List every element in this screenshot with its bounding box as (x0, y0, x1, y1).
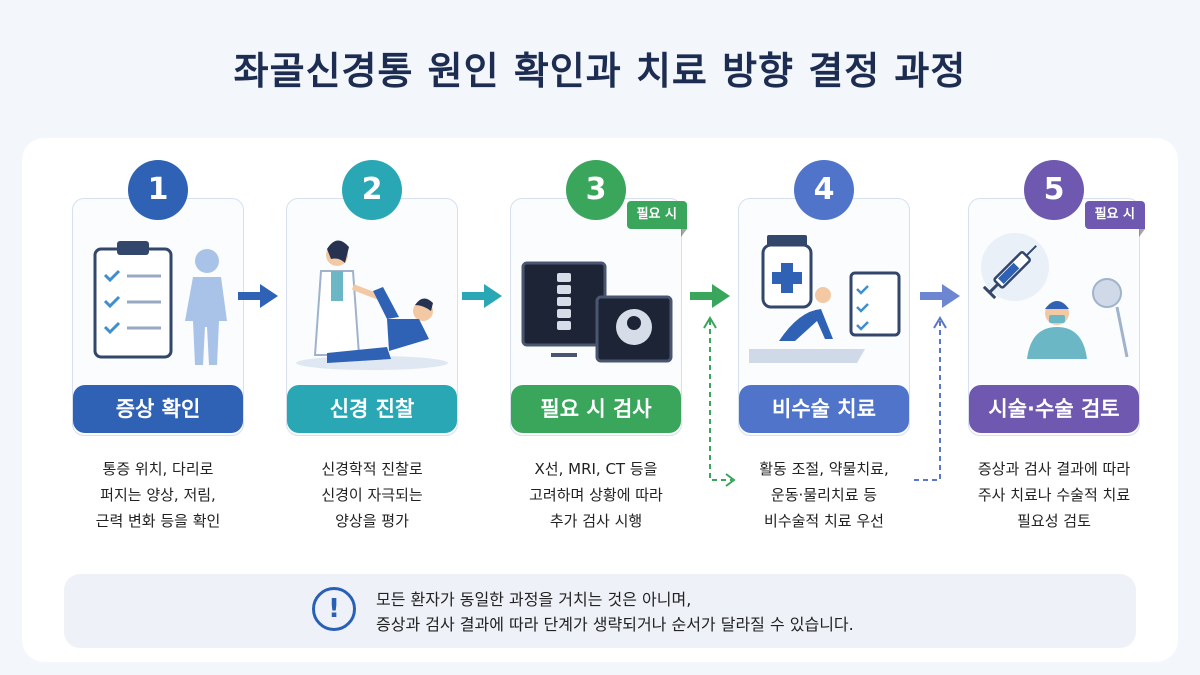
if-needed-tag: 필요 시 (626, 201, 688, 237)
medicine-exercise-icon (749, 235, 901, 363)
step-card: 비수술 치료 (738, 198, 910, 436)
step-1: 1 증상 확인 통증 위치, 다리로 퍼지는 양상, 저림, 근력 변화 등을 … (42, 160, 274, 540)
step-number-badge: 3 (566, 160, 626, 220)
step-number-badge: 5 (1024, 160, 1084, 220)
step-description: 활동 조절, 약물치료, 운동·물리치료 등 비수술적 치료 우선 (759, 460, 889, 530)
disclaimer-note: ! 모든 환자가 동일한 과정을 거치는 것은 아니며, 증상과 검사 결과에 … (64, 574, 1136, 648)
step-label-pill: 시술·수술 검토 (969, 385, 1139, 433)
step-3: 3 필요 시 필요 시 검사 X선, MRI, CT 등을 고려하며 상황에 따… (480, 160, 712, 540)
step-description: 증상과 검사 결과에 따라 주사 치료나 수술적 치료 필요성 검토 (977, 460, 1131, 530)
exclamation-circle-icon: ! (312, 587, 356, 631)
doctor-exam-icon (296, 240, 448, 370)
arrow-right-icon (462, 284, 502, 308)
step-2: 2 신경 진찰 신경학적 진찰로 신경이 자극되는 양상을 평가 (256, 160, 488, 540)
step-description: 신경학적 진찰로 신경이 자극되는 양상을 평가 (321, 460, 423, 530)
step-card: 증상 확인 (72, 198, 244, 436)
step-label-pill: 증상 확인 (73, 385, 243, 433)
step-label-pill: 신경 진찰 (287, 385, 457, 433)
syringe-surgeon-icon (981, 233, 1129, 359)
clipboard-body-icon (93, 241, 227, 365)
step-card: 필요 시 필요 시 검사 (510, 198, 688, 436)
step-4: 4 비수술 치료 활동 조절, 약물치료, 운동·물리치료 등 비수술적 치료 … (708, 160, 940, 540)
step-number-badge: 1 (128, 160, 188, 220)
spine-xray-monitor-icon (521, 261, 673, 363)
page-title: 좌골신경통 원인 확인과 치료 방향 결정 과정 (233, 49, 967, 93)
if-needed-tag: 필요 시 (1084, 201, 1146, 237)
note-text: 모든 환자가 동일한 과정을 거치는 것은 아니며, 증상과 검사 결과에 따라… (376, 590, 854, 634)
arrow-right-icon (690, 284, 730, 308)
optional-path-connector (703, 316, 736, 487)
step-label-pill: 비수술 치료 (739, 385, 909, 433)
arrow-right-icon (238, 284, 278, 308)
step-5: 5 필요 시 시술·수술 검토 증상과 검사 결과에 따라 주사 치료나 수술적… (938, 160, 1170, 540)
arrow-right-icon (920, 284, 960, 308)
step-card: 신경 진찰 (286, 198, 458, 436)
step-description: X선, MRI, CT 등을 고려하며 상황에 따라 추가 검사 시행 (529, 460, 663, 530)
step-number-badge: 4 (794, 160, 854, 220)
step-label-pill: 필요 시 검사 (511, 385, 681, 433)
step-number-badge: 2 (342, 160, 402, 220)
step-description: 통증 위치, 다리로 퍼지는 양상, 저림, 근력 변화 등을 확인 (95, 460, 221, 530)
optional-path-connector (914, 316, 947, 481)
step-card: 필요 시 시술·수술 검토 (968, 198, 1146, 436)
